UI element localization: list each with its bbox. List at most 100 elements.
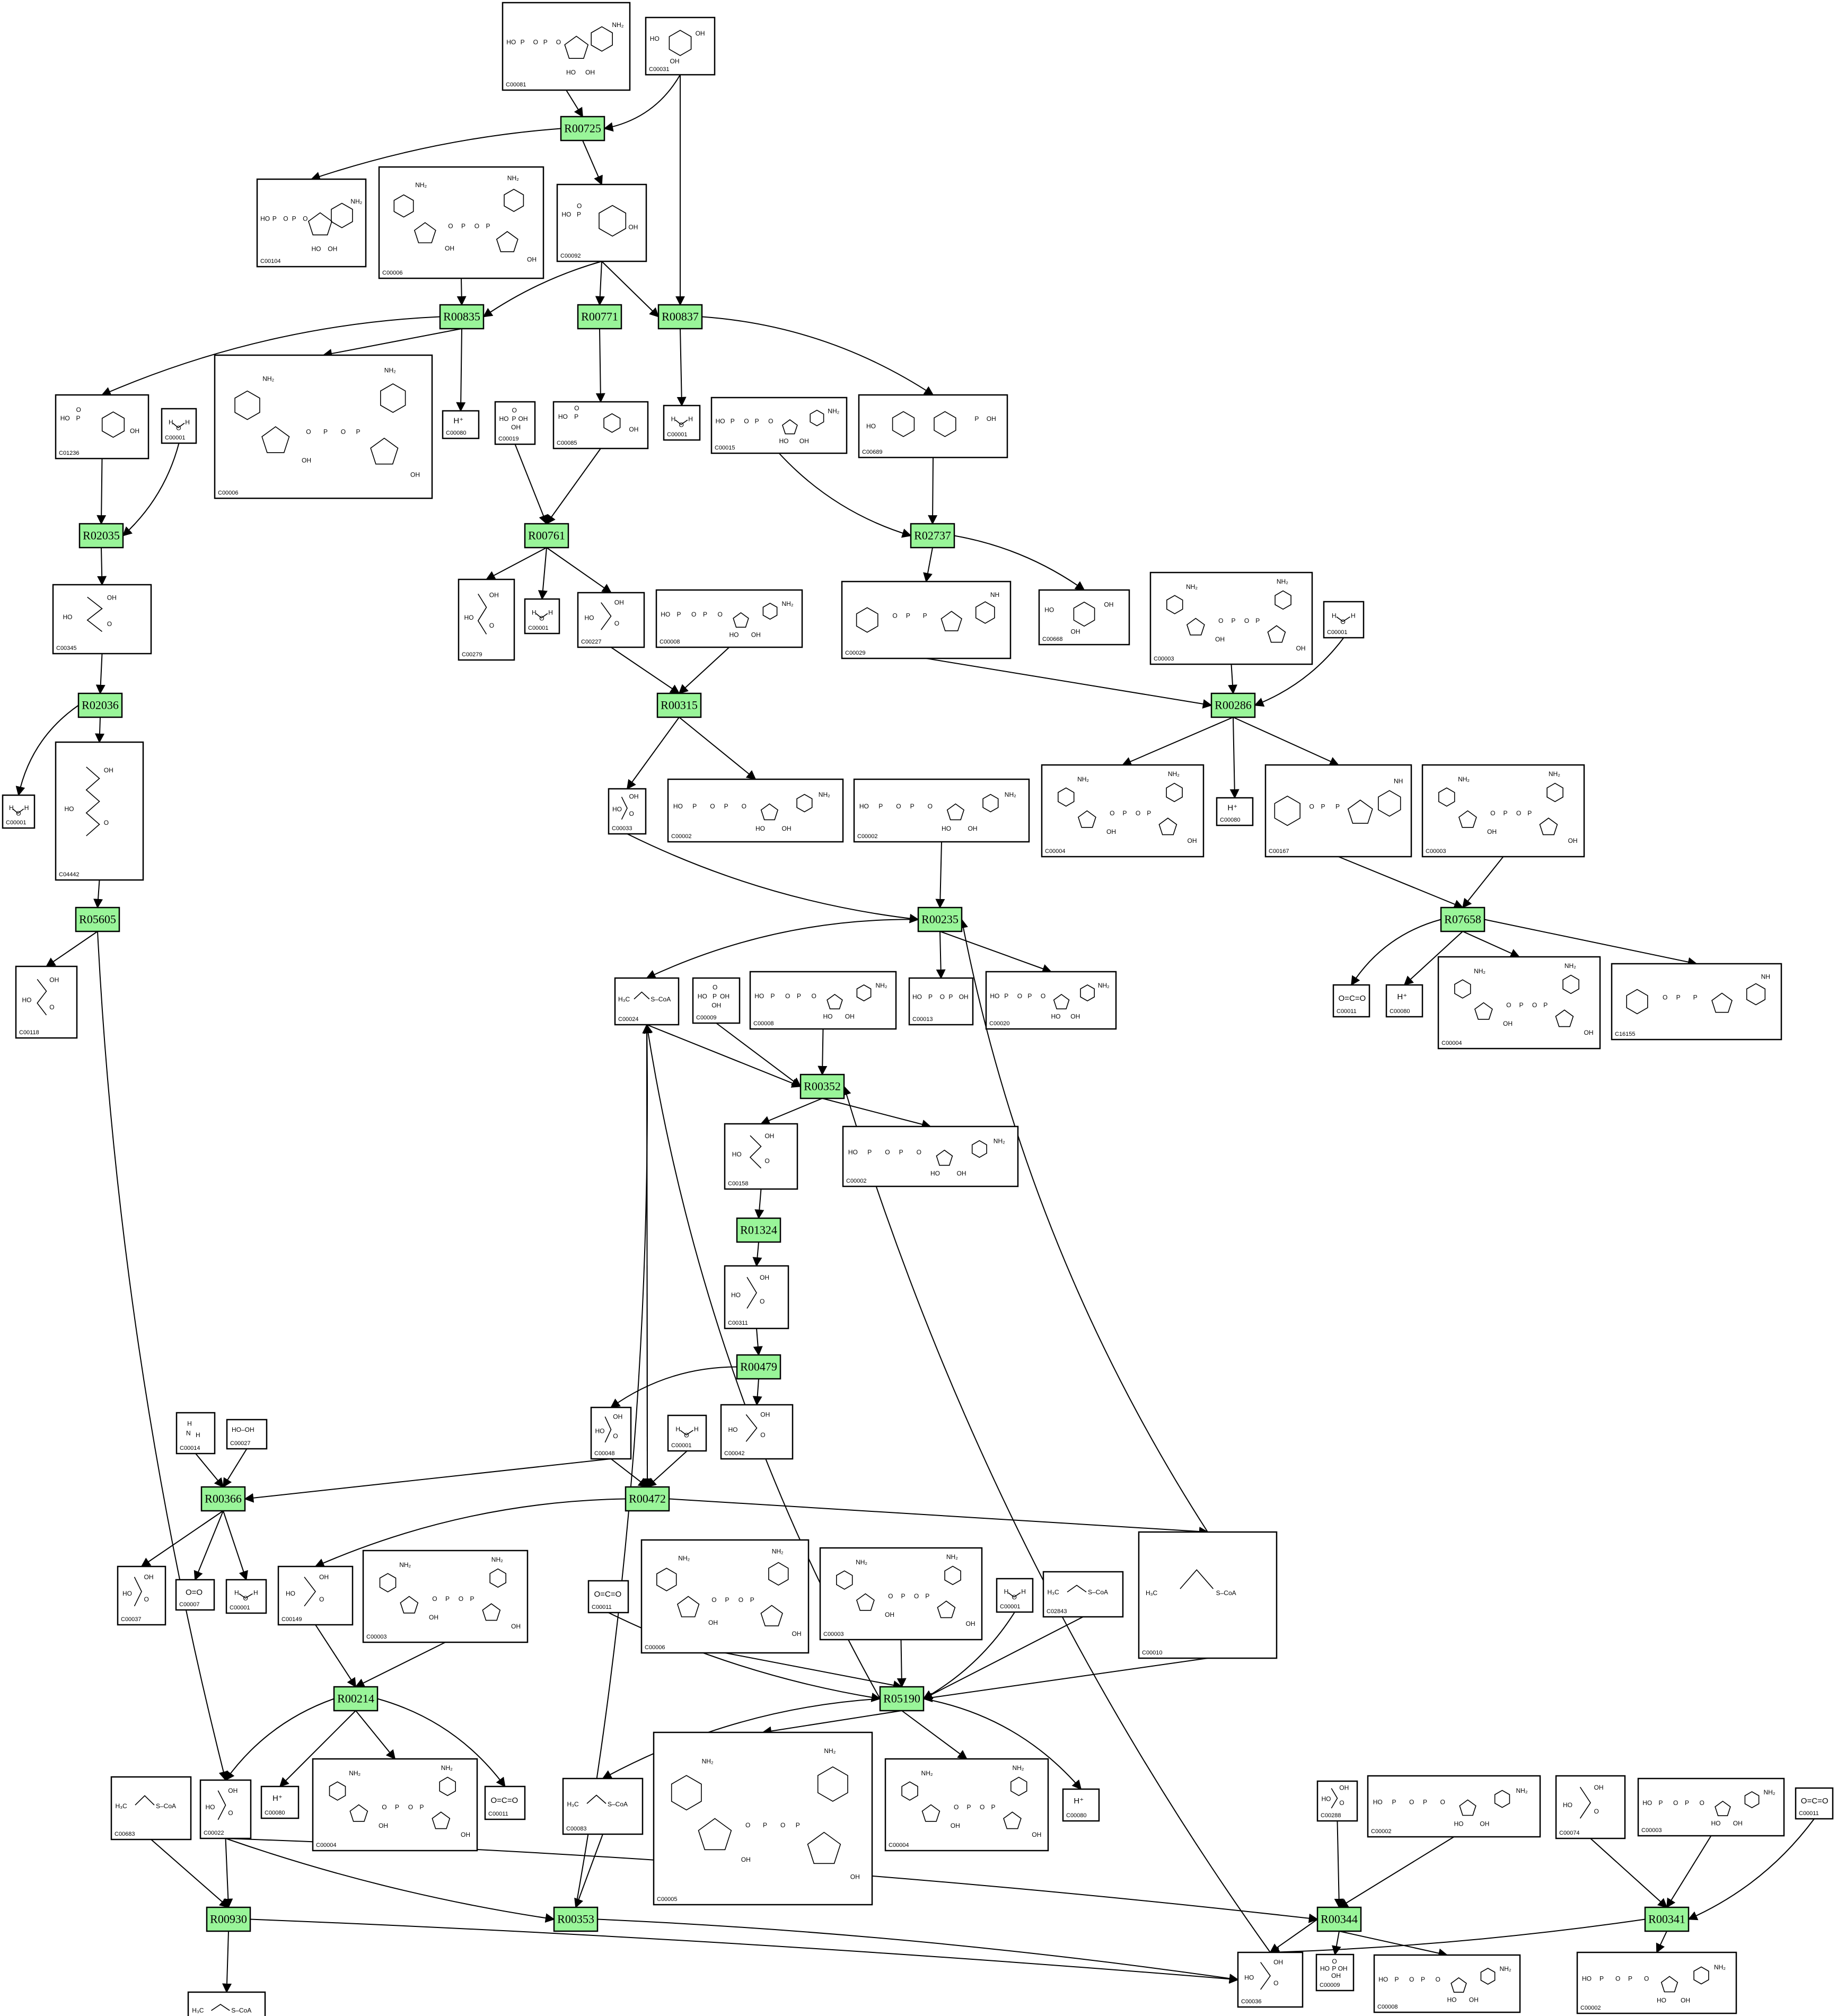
reaction-node[interactable]: R07658 [1440, 906, 1486, 932]
reaction-node[interactable]: R00214 [333, 1686, 379, 1712]
reaction-node[interactable]: R00366 [200, 1486, 246, 1512]
reaction-node[interactable]: R00837 [657, 304, 703, 330]
compound-node[interactable]: H⁺C00080 [1385, 984, 1423, 1018]
reaction-node[interactable]: R02035 [78, 523, 124, 549]
compound-node[interactable]: H⁺C00080 [442, 410, 480, 439]
reaction-node[interactable]: R00344 [1316, 1906, 1362, 1932]
reaction-node[interactable]: R00761 [524, 523, 569, 549]
compound-node[interactable]: H⁺C00080 [1062, 1788, 1100, 1822]
reaction-node[interactable]: R05190 [879, 1686, 925, 1712]
reaction-node[interactable]: R02036 [77, 692, 123, 718]
reaction-node[interactable]: R00286 [1210, 692, 1256, 718]
reaction-node[interactable]: R00479 [736, 1354, 781, 1380]
reaction-node[interactable]: R02737 [910, 523, 955, 549]
reaction-node[interactable]: R00353 [553, 1906, 599, 1932]
reaction-node[interactable]: R00771 [577, 304, 622, 330]
reaction-node[interactable]: R00235 [917, 906, 963, 932]
reaction-node[interactable]: R00315 [656, 692, 702, 718]
reaction-node[interactable]: R00472 [625, 1486, 670, 1512]
compound-node[interactable]: H⁺C00080 [1216, 797, 1254, 826]
reaction-node[interactable]: R00725 [560, 116, 605, 142]
reaction-node[interactable]: R05605 [75, 906, 120, 932]
reaction-node[interactable]: R00835 [439, 304, 485, 330]
reaction-node[interactable]: R00930 [206, 1906, 251, 1932]
compound-node[interactable]: H⁺C00080 [260, 1785, 300, 1819]
reaction-node[interactable]: R00352 [799, 1073, 845, 1099]
reaction-node[interactable]: R01324 [736, 1217, 781, 1243]
